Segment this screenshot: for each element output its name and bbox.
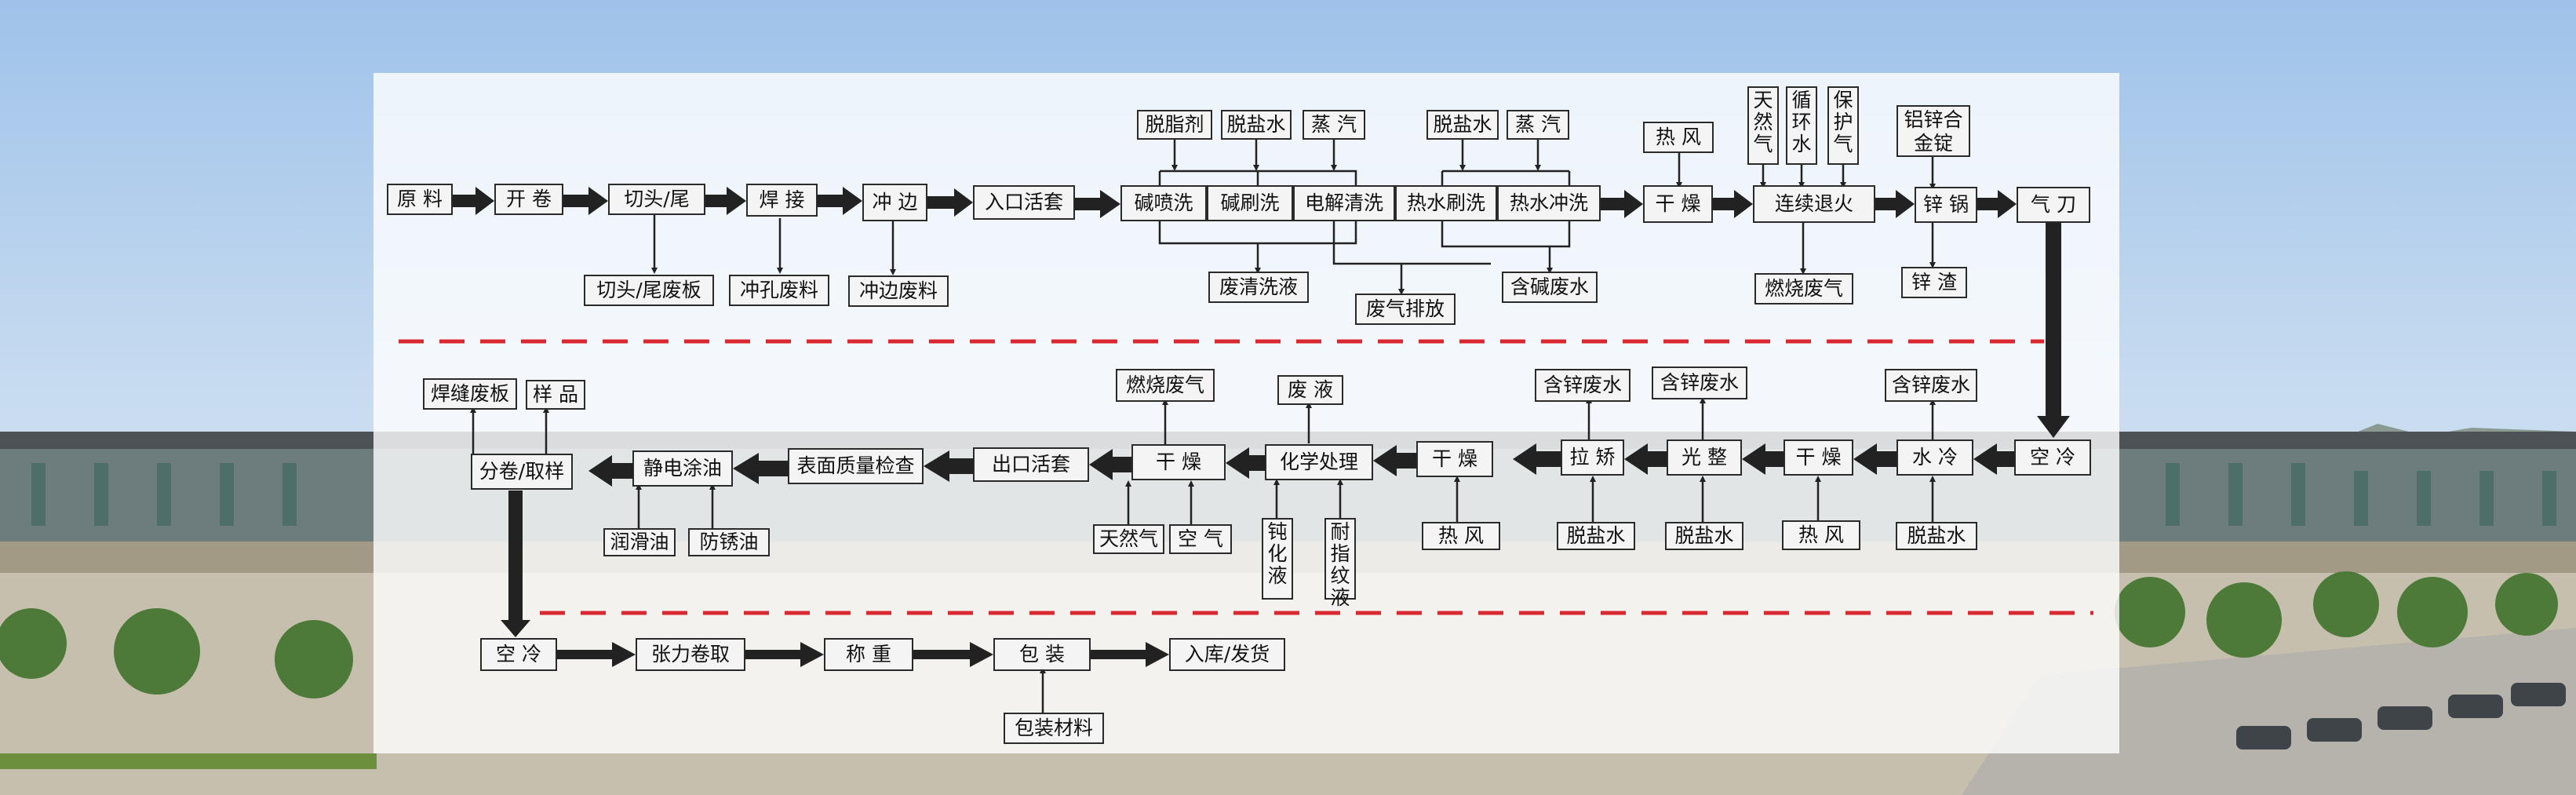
node-water-cool: 水 冷 [1896, 439, 1973, 476]
input-lubricating-oil: 润滑油 [603, 528, 676, 556]
row3-main-arrows [557, 642, 1169, 667]
input-demin-skin-pass: 脱盐水 [1665, 522, 1743, 550]
input-natural-gas-row2: 天然气 [1093, 524, 1164, 554]
output-combustion-flue-gas: 燃烧废气 [1754, 273, 1853, 305]
node-weld: 焊 接 [746, 184, 818, 217]
output-edge-scrap: 冲边废料 [848, 275, 949, 307]
row1-main-arrows [453, 187, 2070, 438]
node-dry-row2-2: 干 燥 [1416, 441, 1493, 477]
output-sample: 样 品 [526, 380, 585, 410]
node-exit-loop: 出口活套 [973, 447, 1089, 482]
input-passivation-liquid: 钝化液 [1262, 518, 1293, 600]
node-raw-material: 原 料 [387, 184, 453, 215]
output-flue-gas-row2: 燃烧废气 [1116, 369, 1215, 402]
node-weigh: 称 重 [824, 638, 913, 671]
input-demineralized-water-1: 脱盐水 [1221, 110, 1292, 140]
node-entry-loop: 入口活套 [973, 185, 1075, 220]
input-demin-water-cool: 脱盐水 [1896, 522, 1977, 550]
node-uncoil: 开 卷 [494, 184, 563, 215]
output-punch-scrap: 冲孔废料 [729, 275, 829, 306]
output-zinc-wastewater-2: 含锌废水 [1652, 367, 1747, 399]
output-alkaline-wastewater: 含碱废水 [1502, 272, 1598, 303]
input-hot-air: 热 风 [1643, 122, 1714, 153]
node-hot-water-brush: 热水刷洗 [1395, 185, 1497, 221]
node-air-cool: 空 冷 [2014, 439, 2091, 476]
input-demineralized-water-2: 脱盐水 [1426, 110, 1499, 140]
node-store-ship: 入库/发货 [1169, 638, 1285, 671]
node-surface-inspection: 表面质量检查 [788, 448, 924, 484]
node-edge-punch: 冲 边 [862, 184, 927, 221]
input-pack-material: 包装材料 [1004, 713, 1104, 744]
input-hot-air-row2-2: 热 风 [1422, 522, 1500, 550]
node-hot-water-rinse: 热水冲洗 [1497, 185, 1601, 221]
input-steam-2: 蒸 汽 [1507, 110, 1569, 140]
output-zinc-wastewater-1: 含锌废水 [1885, 369, 1977, 402]
output-head-tail-scrap: 切头/尾废板 [584, 275, 714, 306]
output-zinc-dross: 锌 渣 [1901, 267, 1967, 298]
node-alkali-spray: 碱喷洗 [1120, 185, 1207, 221]
node-chemical-treatment: 化学处理 [1265, 444, 1373, 480]
input-protective-gas: 保护气 [1827, 86, 1859, 165]
output-waste-cleaning-liquid: 废清洗液 [1208, 272, 1309, 303]
input-steam-1: 蒸 汽 [1303, 110, 1365, 140]
row2-main-arrows [501, 443, 2014, 637]
input-degreaser: 脱脂剂 [1137, 110, 1212, 140]
output-waste-liquid: 废 液 [1277, 375, 1343, 405]
node-tension-reel: 张力卷取 [636, 638, 745, 671]
input-anti-rust-oil: 防锈油 [688, 528, 770, 556]
output-weld-scrap: 焊缝废板 [423, 378, 517, 410]
input-air: 空 气 [1169, 524, 1232, 554]
node-continuous-anneal: 连续退火 [1753, 185, 1875, 223]
input-hot-air-row2-1: 热 风 [1782, 520, 1860, 550]
node-tension-level: 拉 矫 [1561, 439, 1624, 476]
input-anti-fingerprint-liquid: 耐指纹液 [1324, 518, 1356, 609]
input-demin-tension-level: 脱盐水 [1557, 522, 1635, 550]
output-zinc-wastewater-3: 含锌废水 [1535, 369, 1630, 402]
node-alkali-brush: 碱刷洗 [1207, 185, 1293, 221]
node-dry-row2-1: 干 燥 [1784, 439, 1853, 476]
node-electrolytic-clean: 电解清洗 [1293, 185, 1395, 221]
node-air-knife: 气 刀 [2017, 187, 2090, 223]
node-dry: 干 燥 [1643, 185, 1713, 223]
output-exhaust-emission: 废气排放 [1355, 294, 1456, 325]
node-zinc-pot: 锌 锅 [1915, 187, 1977, 223]
input-natural-gas: 天然气 [1747, 86, 1779, 165]
node-cut-head-tail: 切头/尾 [608, 184, 705, 215]
node-pack: 包 装 [993, 638, 1091, 671]
input-circulating-water: 循环水 [1786, 86, 1817, 165]
node-skin-pass: 光 整 [1667, 439, 1742, 476]
input-al-zn-ingot: 铝锌合金锭 [1896, 105, 1970, 157]
node-dry-row2-3: 干 燥 [1131, 444, 1226, 480]
node-air-cool-row3: 空 冷 [480, 638, 557, 671]
node-electrostatic-oiling: 静电涂油 [632, 450, 733, 487]
node-recoil-sample: 分卷/取样 [471, 454, 573, 490]
